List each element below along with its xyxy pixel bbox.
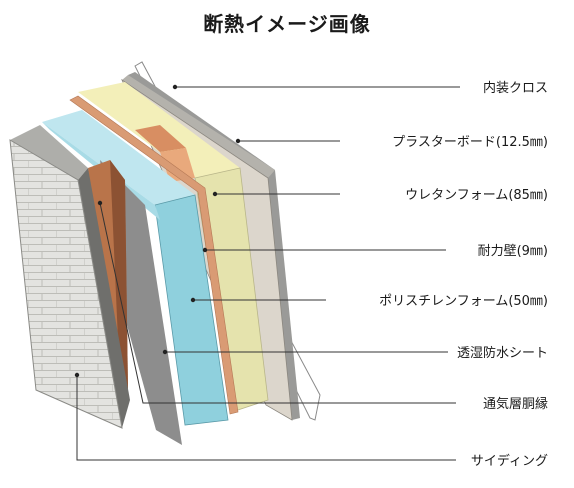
label-urethane-foam: ウレタンフォーム(85㎜) [405, 188, 548, 203]
label-interior-cloth: 内装クロス [483, 80, 548, 96]
label-plasterboard: プラスターボード(12.5㎜) [392, 135, 548, 150]
label-siding: サイディング [471, 453, 548, 469]
label-moisture-sheet: 透湿防水シート [457, 345, 548, 361]
diagram-title: 断熱イメージ画像 [203, 12, 371, 36]
label-structural-wall: 耐力壁(9㎜) [478, 244, 548, 259]
structural-wall-layer [69, 95, 239, 415]
siding-layer [9, 125, 130, 429]
furring-strip-layer [88, 160, 128, 390]
label-polystyrene-foam: ポリスチレンフォーム(50㎜) [379, 294, 548, 309]
leader-lines [74, 84, 460, 461]
label-ventilation-furring: 通気層胴縁 [483, 396, 548, 412]
urethane-foam-layer [78, 82, 269, 413]
